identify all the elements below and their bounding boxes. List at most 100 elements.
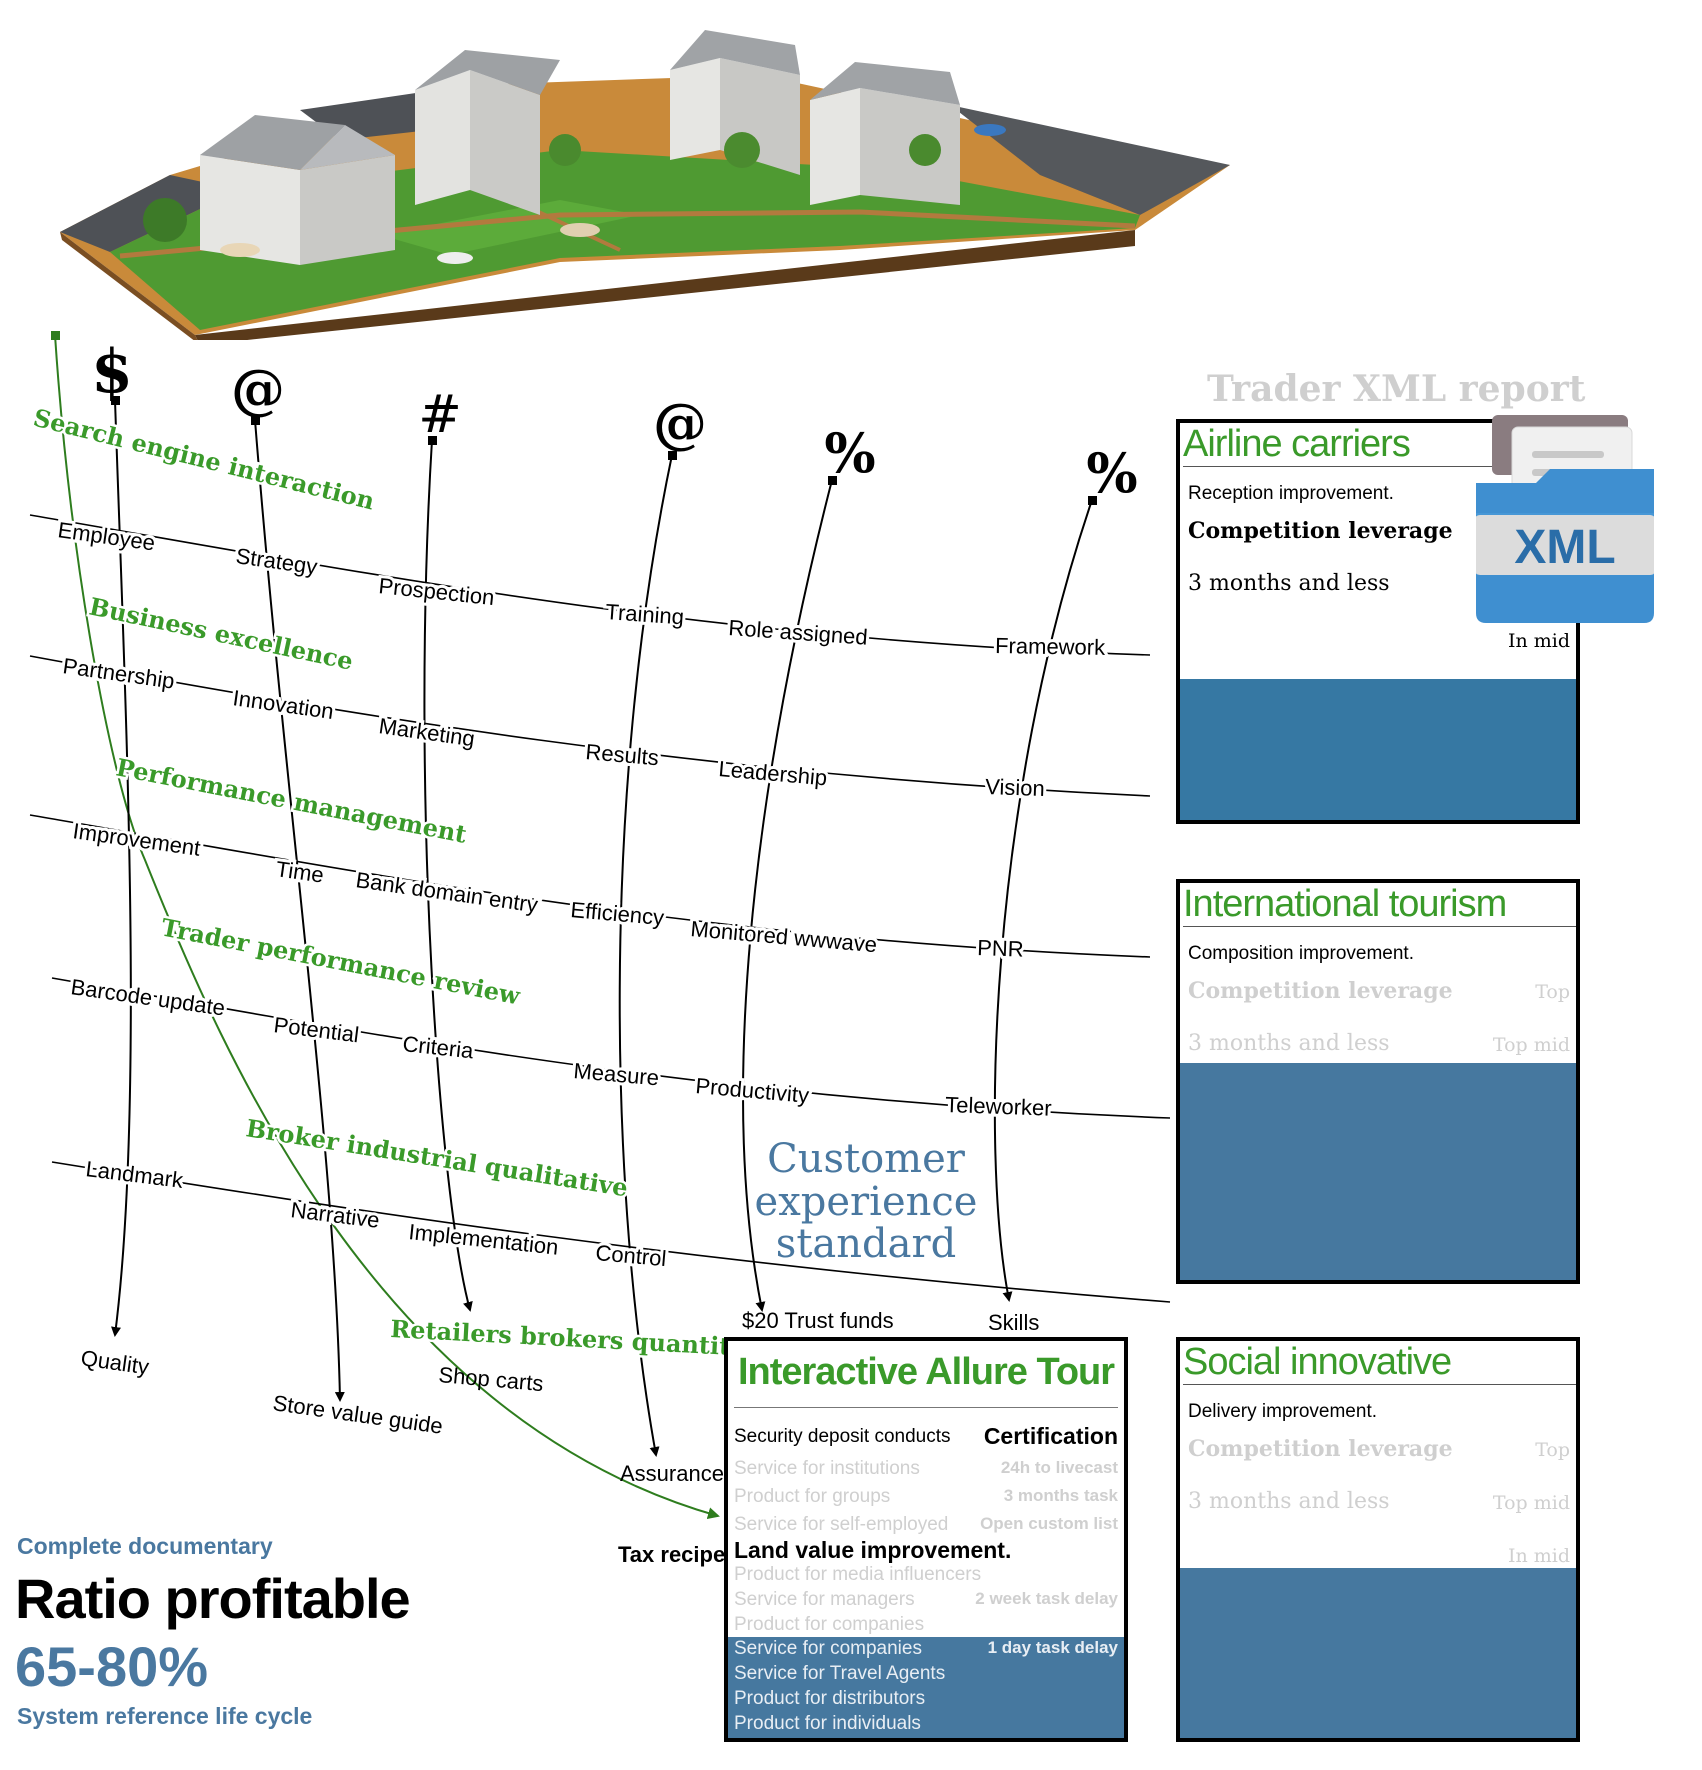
tour-list-item: Service for Travel Agents bbox=[734, 1663, 946, 1684]
node-label: Results bbox=[585, 739, 660, 770]
node-label: Efficiency bbox=[570, 897, 666, 930]
end-label-quality: Quality bbox=[79, 1345, 150, 1379]
vertical-curve-5 bbox=[742, 479, 833, 1312]
panel-line-1: Composition improvement. bbox=[1188, 943, 1414, 964]
panel-line-2: Competition leverage bbox=[1188, 1436, 1453, 1462]
tour-header-left: Security deposit conducts bbox=[734, 1426, 951, 1447]
panel-international-tourism: International tourism Composition improv… bbox=[1176, 879, 1580, 1284]
panel-blue-area bbox=[1180, 1063, 1576, 1280]
node-label: Potential bbox=[272, 1012, 360, 1047]
bottom-value: 65-80% bbox=[15, 1635, 209, 1698]
panel-title-rule bbox=[1183, 1384, 1576, 1385]
panel-line-2: Competition leverage bbox=[1188, 978, 1453, 1004]
symbol-dollar: $ bbox=[91, 337, 133, 407]
end-label-tax-recipe: Tax recipe bbox=[618, 1542, 725, 1567]
tour-title: Interactive Allure Tour bbox=[737, 1351, 1115, 1393]
row-line-2 bbox=[29, 655, 1151, 797]
node-label: Improvement bbox=[71, 818, 202, 861]
tour-list-item: Product for media influencers bbox=[734, 1564, 982, 1585]
curve-4-start-marker bbox=[668, 451, 677, 460]
curve-3-start-marker bbox=[428, 436, 437, 445]
symbol-hash: # bbox=[418, 385, 462, 445]
row-line-4 bbox=[51, 977, 1171, 1119]
curve-5-start-marker bbox=[828, 476, 837, 485]
node-label: Time bbox=[274, 856, 325, 887]
symbol-at: @ bbox=[653, 391, 707, 455]
green-label-search-engine: Search engine interaction bbox=[31, 403, 378, 516]
node-label: Productivity bbox=[695, 1073, 810, 1108]
tour-title-rule bbox=[734, 1407, 1118, 1408]
panel-line-2: Competition leverage bbox=[1188, 518, 1453, 544]
panel-title: Airline carriers bbox=[1183, 423, 1411, 465]
panel-line-3-tag: Top mid bbox=[1492, 1034, 1570, 1056]
panel-blue-area bbox=[1180, 1568, 1576, 1738]
row-line-3 bbox=[29, 814, 1151, 958]
node-label: Bank domain entry bbox=[354, 867, 539, 917]
tour-subheader: Land value improvement. bbox=[734, 1537, 1012, 1563]
panel-line-1: Delivery improvement. bbox=[1188, 1401, 1377, 1422]
tour-list-item: Product for distributors bbox=[734, 1688, 926, 1709]
vertical-curve-2 bbox=[254, 419, 345, 1402]
node-label: Barcode update bbox=[69, 974, 226, 1020]
node-label: Criteria bbox=[401, 1031, 475, 1063]
node-label: Implementation bbox=[407, 1219, 559, 1260]
center-text-line-1: Customer bbox=[767, 1136, 966, 1182]
node-label: Partnership bbox=[61, 653, 176, 693]
node-label: Narrative bbox=[289, 1197, 381, 1233]
symbol-at: @ bbox=[231, 357, 285, 421]
node-label: Strategy bbox=[234, 543, 319, 579]
center-text-line-2: experience bbox=[755, 1179, 978, 1225]
panel-title-rule bbox=[1183, 926, 1576, 927]
panel-title-rule bbox=[1183, 466, 1576, 467]
end-label-trust-funds: $20 Trust funds bbox=[742, 1308, 894, 1333]
panel-blue-area bbox=[1180, 679, 1576, 820]
panel-line-3: 3 months and less bbox=[1188, 571, 1390, 596]
vertical-curve-4 bbox=[618, 454, 673, 1457]
xml-label: XML bbox=[1514, 521, 1616, 574]
panel-tag: In mid bbox=[1507, 630, 1570, 652]
end-label-store-value-guide: Store value guide bbox=[271, 1390, 444, 1439]
tour-list-item: Product for individuals bbox=[734, 1713, 921, 1734]
node-label: Teleworker bbox=[945, 1092, 1052, 1121]
curve-1-start-marker bbox=[111, 396, 120, 405]
panel-tag: In mid bbox=[1507, 1545, 1570, 1567]
tour-header-row: Security deposit conducts Certification bbox=[734, 1423, 1118, 1449]
panel-title: International tourism bbox=[1183, 883, 1507, 925]
panel-line-3: 3 months and less bbox=[1188, 1489, 1390, 1514]
node-label: Training bbox=[605, 599, 685, 629]
node-label: Role assigned bbox=[728, 615, 869, 650]
green-flow-curve bbox=[54, 334, 720, 1520]
node-label: Measure bbox=[573, 1058, 660, 1090]
housing-estate-illustration bbox=[60, 30, 1230, 340]
node-label: Monitored wwwave bbox=[690, 916, 879, 957]
panel-line-3: 3 months and less bbox=[1188, 1031, 1390, 1056]
panel-title: Social innovative bbox=[1183, 1341, 1452, 1383]
node-label: Marketing bbox=[377, 713, 476, 751]
panel-line-3-tag: Top mid bbox=[1492, 1492, 1570, 1514]
node-label: Employee bbox=[56, 517, 156, 555]
panel-line-1: Reception improvement. bbox=[1188, 483, 1394, 504]
bottom-title: Ratio profitable bbox=[15, 1567, 411, 1630]
tour-list-item: Product for companies bbox=[734, 1614, 925, 1635]
node-label: PNR bbox=[977, 935, 1024, 962]
xml-folder-icon: XML bbox=[1474, 413, 1656, 623]
report-header: Trader XML report bbox=[1207, 368, 1586, 410]
node-label: Landmark bbox=[84, 1156, 185, 1193]
green-curve-start-marker bbox=[51, 331, 60, 340]
green-label-broker-industrial: Broker industrial qualitative bbox=[244, 1113, 630, 1202]
end-label-shop-carts: Shop carts bbox=[438, 1362, 545, 1396]
node-label: Vision bbox=[985, 774, 1045, 801]
tour-header-right: Certification bbox=[983, 1423, 1118, 1449]
curve-2-start-marker bbox=[251, 416, 260, 425]
panel-line-2-tag: Top bbox=[1535, 1439, 1570, 1461]
symbol-percent: % bbox=[824, 421, 875, 485]
node-label: Control bbox=[595, 1240, 668, 1271]
row-line-5 bbox=[51, 1161, 1171, 1303]
end-label-skills: Skills bbox=[988, 1310, 1039, 1335]
node-label: Leadership bbox=[718, 756, 829, 790]
